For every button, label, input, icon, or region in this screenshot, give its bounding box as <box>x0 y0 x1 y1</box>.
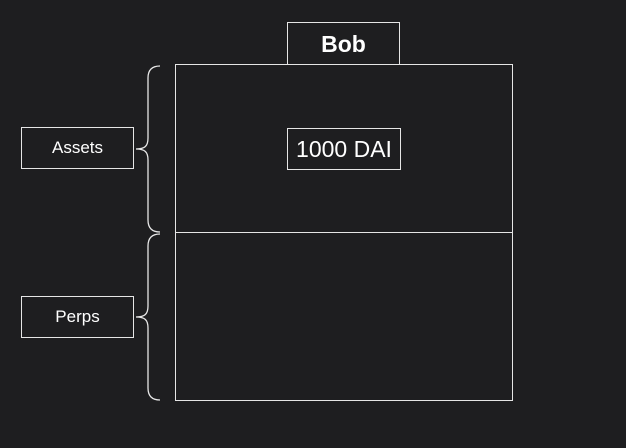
perps-section <box>175 232 513 401</box>
account-name-label: Bob <box>287 22 400 65</box>
assets-value: 1000 DAI <box>287 128 401 170</box>
assets-label: Assets <box>21 127 134 169</box>
assets-brace-icon <box>135 65 161 233</box>
perps-brace-icon <box>135 233 161 401</box>
perps-label: Perps <box>21 296 134 338</box>
